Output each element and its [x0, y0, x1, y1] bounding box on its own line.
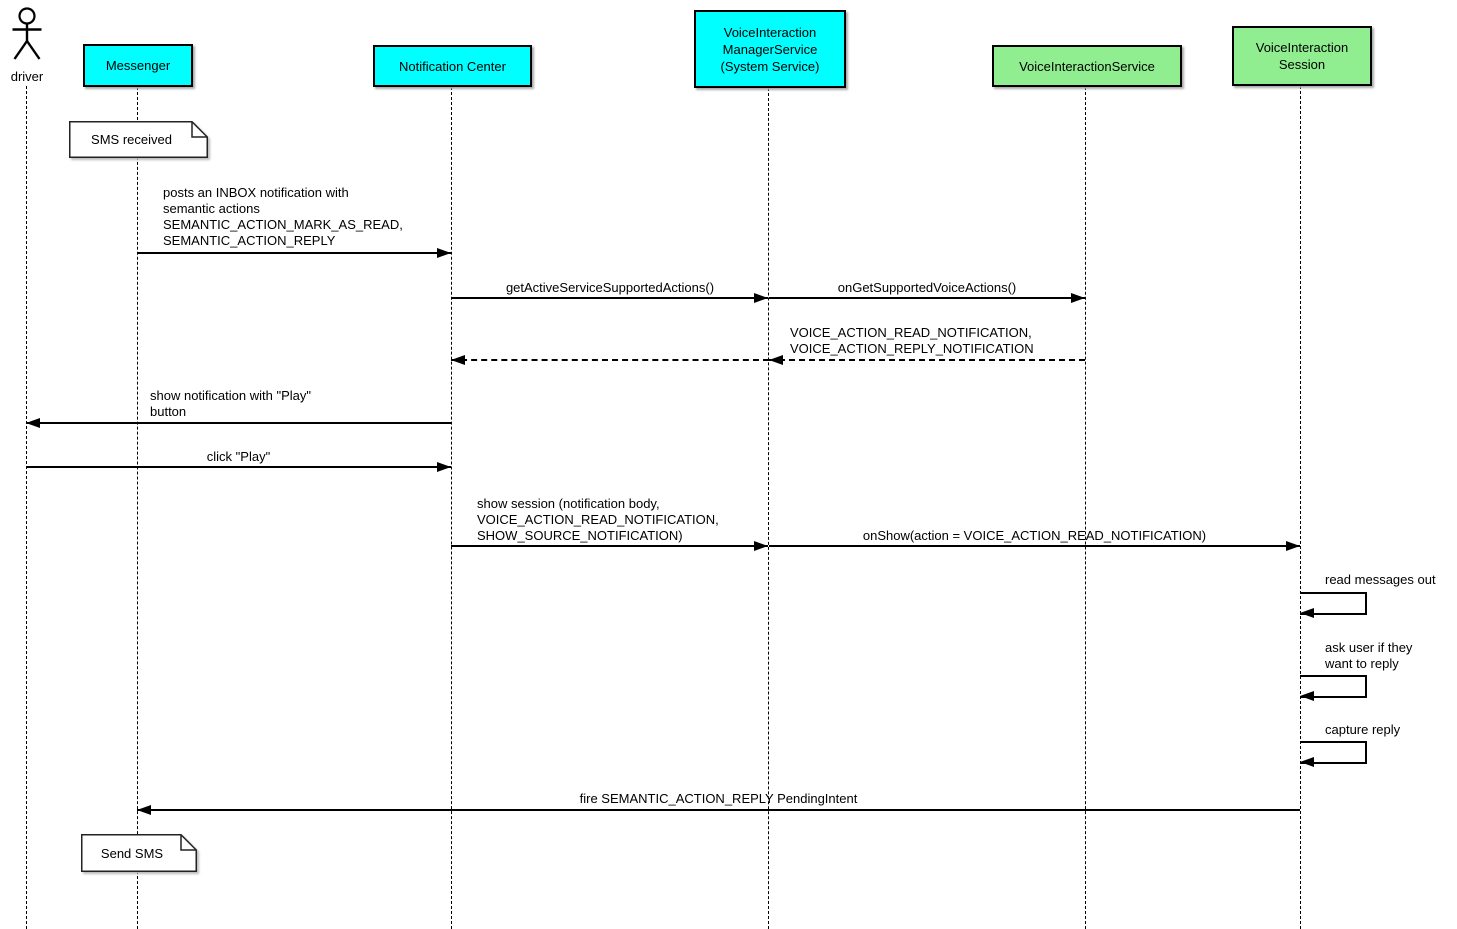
message-label-onshow: onShow(action = VOICE_ACTION_READ_NOTIFI…: [862, 528, 1207, 543]
arrowhead-right-icon: [437, 248, 451, 258]
arrowhead-right-icon: [1286, 541, 1300, 551]
self-message-read-messages-out: [1300, 592, 1367, 615]
message-line-on-get-supported-voice-actions: [769, 297, 1085, 299]
message-label-on-get-supported-voice-actions: onGetSupportedVoiceActions(): [837, 280, 1017, 295]
message-line-posts-inbox: [138, 252, 451, 254]
arrowhead-left-icon: [1300, 608, 1314, 618]
lifeline-voiceinteractionservice: [1085, 87, 1086, 929]
note-sms-received: SMS received: [69, 121, 208, 158]
participant-messenger: Messenger: [83, 44, 193, 87]
message-line-return-manager-to-notification-center: [451, 359, 769, 361]
note-shape-icon: [81, 834, 197, 872]
arrowhead-right-icon: [437, 462, 451, 472]
message-label-voice-actions-return: VOICE_ACTION_READ_NOTIFICATION, VOICE_AC…: [790, 325, 1034, 356]
actor-label: driver: [10, 69, 44, 84]
message-label-fire-pending-intent: fire SEMANTIC_ACTION_REPLY PendingIntent: [579, 791, 858, 806]
participant-label: Notification Center: [399, 58, 506, 74]
lifeline-messenger: [137, 87, 138, 929]
note-text: SMS received: [91, 132, 172, 147]
arrowhead-left-icon: [1300, 757, 1314, 767]
participant-voiceinteractionservice: VoiceInteractionService: [992, 45, 1182, 87]
lifeline-notification-center: [451, 87, 452, 929]
message-label-capture-reply: capture reply: [1325, 722, 1401, 737]
lifeline-voiceinteraction-session: [1300, 86, 1301, 929]
self-message-capture-reply: [1300, 741, 1367, 764]
arrowhead-left-icon: [137, 805, 151, 815]
participant-label: ManagerService: [722, 41, 818, 57]
arrowhead-left-icon: [451, 355, 465, 365]
message-label-read-messages-out: read messages out: [1325, 572, 1436, 587]
message-line-fire-pending-intent: [137, 809, 1300, 811]
note-send-sms: Send SMS: [81, 834, 197, 872]
arrowhead-left-icon: [26, 418, 40, 428]
participant-voiceinteraction-session: VoiceInteraction Session: [1232, 26, 1372, 86]
arrowhead-right-icon: [1071, 293, 1085, 303]
participant-label: Session: [1278, 57, 1326, 72]
participant-label: VoiceInteractionService: [1019, 58, 1155, 74]
message-line-get-active-supported-actions: [451, 297, 768, 299]
participant-voiceinteraction-managerservice: VoiceInteraction ManagerService (System …: [694, 10, 846, 88]
actor-icon: [12, 7, 42, 60]
message-line-return-service-to-manager: [769, 359, 1085, 361]
arrowhead-right-icon: [754, 541, 768, 551]
participant-label: (System Service): [720, 58, 820, 74]
actor-driver: [10, 7, 44, 65]
note-shape-icon: [69, 121, 208, 158]
lifeline-driver: [26, 86, 27, 929]
message-line-onshow: [769, 545, 1300, 547]
message-label-show-notification: show notification with "Play" button: [150, 388, 311, 419]
message-label-ask-user-reply: ask user if they want to reply: [1325, 640, 1413, 671]
note-text: Send SMS: [100, 845, 164, 861]
message-label-get-active-supported-actions: getActiveServiceSupportedActions(): [505, 280, 715, 295]
arrowhead-left-icon: [769, 355, 783, 365]
lifeline-voiceinteraction-managerservice: [768, 88, 769, 929]
arrowhead-left-icon: [1300, 691, 1314, 701]
message-label-posts-inbox: posts an INBOX notification with semanti…: [163, 185, 403, 248]
participant-label: VoiceInteraction: [723, 24, 817, 40]
participant-notification-center: Notification Center: [373, 45, 532, 87]
message-label-show-session: show session (notification body, VOICE_A…: [477, 496, 719, 543]
arrowhead-right-icon: [754, 293, 768, 303]
participant-label: VoiceInteraction: [1255, 40, 1349, 55]
participant-label: Messenger: [105, 58, 171, 73]
message-line-show-notification: [26, 422, 451, 424]
message-line-click-play: [26, 466, 451, 468]
message-line-show-session: [451, 545, 768, 547]
self-message-ask-user-reply: [1300, 675, 1367, 698]
message-label-click-play: click "Play": [206, 449, 271, 464]
